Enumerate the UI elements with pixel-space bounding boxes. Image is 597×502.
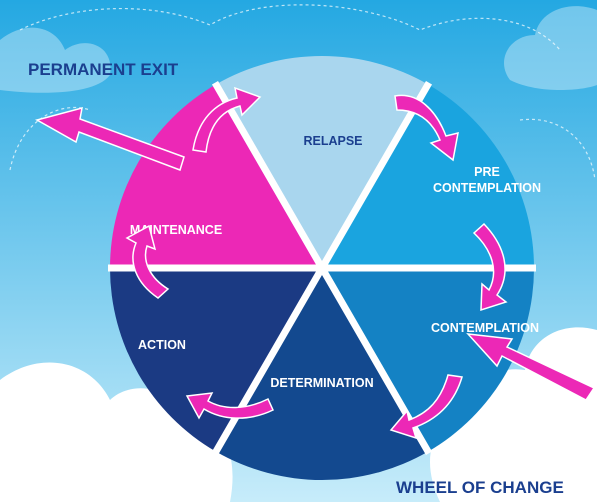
segment-action — [110, 268, 322, 452]
arrows — [35, 86, 596, 440]
arrow-maintenance-to-relapse — [192, 86, 262, 153]
segment-maintenance — [110, 84, 322, 269]
segment-contemplation — [322, 268, 534, 452]
label-action-line: ACTION — [138, 338, 186, 352]
arrow-to-permanent-exit — [35, 106, 185, 171]
arrow-contemplation-to-determination — [389, 374, 463, 440]
cloud-top-left — [0, 27, 111, 93]
arrow-entry-to-contemplation — [466, 333, 596, 401]
label-relapse: RELAPSE — [303, 134, 362, 148]
label-maintenance: MAINTENANCE — [130, 223, 222, 237]
label-contemplation-line: CONTEMPLATION — [431, 321, 539, 335]
segment-separator — [211, 266, 326, 456]
label-action: ACTION — [138, 338, 186, 352]
segment-separator — [318, 80, 433, 270]
segment-relapse — [216, 55, 428, 268]
label-contemplation: CONTEMPLATION — [431, 321, 539, 335]
label-maintenance-line: MAINTENANCE — [130, 223, 222, 237]
arrow-action-to-maintenance — [125, 224, 170, 299]
label-precontemplation-line: CONTEMPLATION — [433, 181, 541, 195]
cloud-outline-top — [19, 4, 561, 51]
permanent-exit-title: PERMANENT EXIT — [28, 60, 179, 79]
label-precontemplation: PRE CONTEMPLATION — [433, 165, 541, 195]
wheel — [110, 55, 534, 481]
label-determination-line: DETERMINATION — [270, 376, 373, 390]
arrow-precontemplation-to-contemplation — [472, 222, 508, 312]
cloud-bottom-left — [0, 362, 233, 502]
segment-separator — [211, 80, 326, 270]
wheel-of-change-caption: WHEEL OF CHANGE — [396, 478, 564, 497]
arrow-relapse-to-precontemplation — [394, 94, 459, 162]
segment-precontemplation — [322, 84, 534, 269]
label-determination: DETERMINATION — [270, 376, 373, 390]
label-precontemplation-line: PRE — [474, 165, 500, 179]
label-relapse-line: RELAPSE — [303, 134, 362, 148]
arrow-determination-to-action — [185, 392, 274, 420]
segment-labels: RELAPSE PRE CONTEMPLATION CONTEMPLATION DETE… — [130, 134, 541, 390]
segment-determination — [216, 268, 428, 481]
cloud-outline-right — [519, 118, 596, 181]
cloud-top-right — [504, 6, 597, 90]
